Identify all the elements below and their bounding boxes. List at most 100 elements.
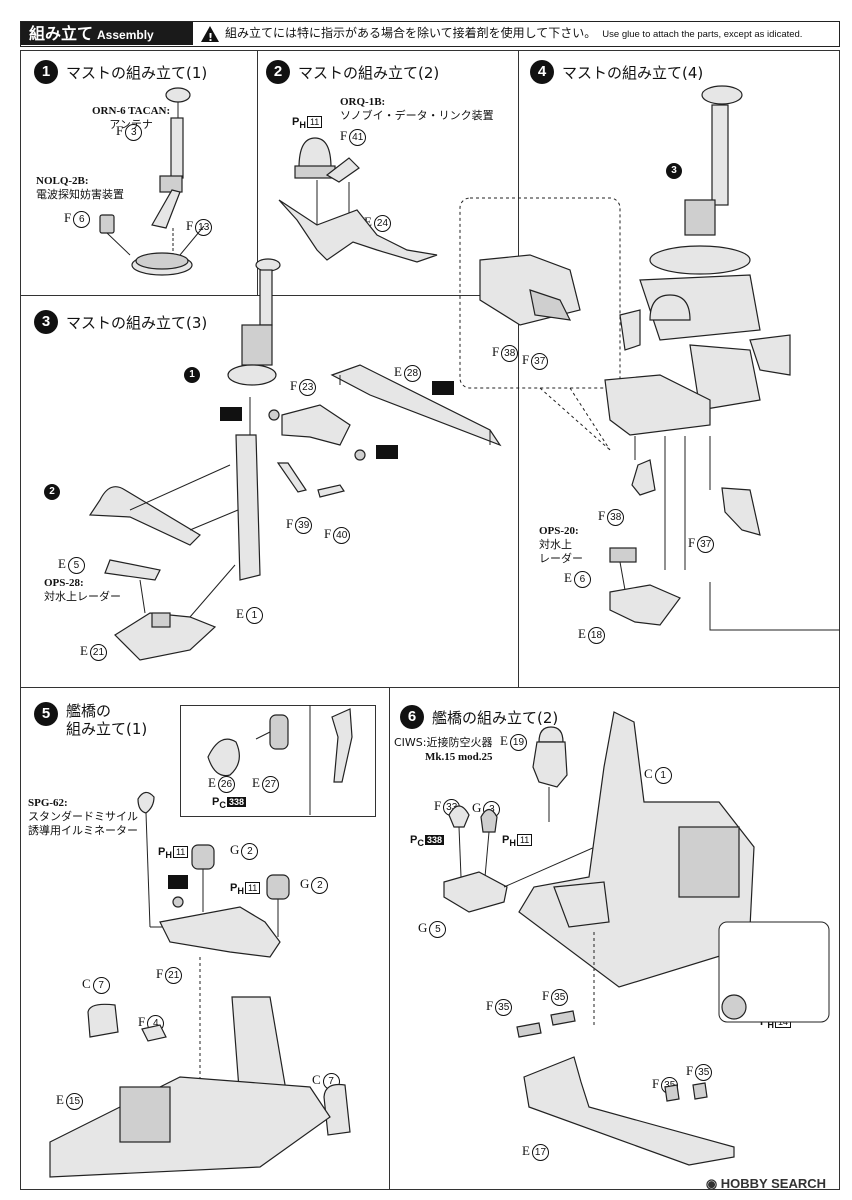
step4-title: 4 マストの組み立て(4)	[530, 60, 703, 84]
ops28-jp: 対水上レーダー	[44, 590, 121, 603]
part-number: 2	[241, 842, 259, 860]
step2-title: 2 マストの組み立て(2)	[266, 60, 439, 84]
step-ref-bullet: 1	[184, 367, 200, 383]
step2-drawing	[278, 137, 438, 263]
step2-title-text: マストの組み立て(2)	[298, 63, 440, 82]
step1-drawing	[99, 87, 205, 276]
part-number: 5	[67, 556, 85, 574]
paint-num: 11	[244, 882, 261, 894]
step2-orq-note: ORQ-1B: ソノブイ・データ・リンク装置	[340, 95, 494, 123]
part-letter: F	[324, 526, 332, 541]
paint-sub: H	[767, 1020, 774, 1031]
part-letter: F	[138, 1014, 146, 1029]
part-letter: G	[472, 800, 482, 815]
part-number: 6	[73, 210, 91, 228]
part-number: 18	[587, 626, 605, 644]
paint-num: 11	[516, 834, 533, 846]
part-number: 40	[333, 526, 351, 544]
part-number: 35	[495, 998, 513, 1016]
part-letter: E	[208, 775, 216, 790]
part-letter: F	[486, 998, 494, 1013]
part-letter: E	[236, 606, 244, 621]
paint-sub: C	[219, 800, 226, 811]
step1-title-text: マストの組み立て(1)	[66, 63, 208, 82]
part-letter: F	[286, 516, 294, 531]
step6-drawing	[443, 711, 830, 1166]
paint-p: P	[212, 796, 220, 808]
part-number: 21	[89, 643, 107, 661]
part-number: 1	[245, 606, 263, 624]
part-number: 37	[531, 352, 549, 370]
step5-drawing	[49, 705, 353, 1178]
watermark-text: HOBBY SEARCH	[720, 1176, 826, 1191]
part-number: 38	[607, 508, 625, 526]
part-letter: F	[598, 508, 606, 523]
step3-ops28-note: OPS-28: 対水上レーダー	[44, 576, 121, 604]
part-number: 15	[65, 1092, 83, 1110]
paint-p: P	[158, 846, 166, 858]
part-letter: E	[80, 643, 88, 658]
part-number: 5	[429, 920, 447, 938]
part-letter: G	[300, 876, 310, 891]
step-ref-bullet: 3	[666, 163, 682, 179]
step6-number: 6	[400, 705, 424, 729]
paint-sub: H	[299, 120, 306, 131]
ops28-en: OPS-28:	[44, 577, 84, 589]
part-number: 41	[349, 128, 367, 146]
part-letter: E	[522, 1143, 530, 1158]
part-number: 1	[654, 766, 672, 784]
warning-jp: 組み立てには特に指示がある場合を除いて接着剤を使用して下さい。	[225, 26, 597, 40]
step2-number: 2	[266, 60, 290, 84]
part-number: 39	[295, 516, 313, 534]
part-letter: F	[542, 988, 550, 1003]
part-letter: F	[290, 378, 298, 393]
step1-number: 1	[34, 60, 58, 84]
part-letter: F	[64, 210, 72, 225]
part-letter: C	[312, 1072, 321, 1087]
part-letter: F	[652, 1076, 660, 1091]
paint-p: P	[410, 834, 418, 846]
part-letter: G	[418, 920, 428, 935]
part-number: 28	[403, 364, 421, 382]
step3-title: 3 マストの組み立て(3)	[34, 310, 207, 334]
step5-title-line2: 組み立て(1)	[66, 720, 148, 738]
step3-drawing	[88, 258, 502, 661]
step4-ops20-note: OPS-20: 対水上 レーダー	[539, 524, 583, 566]
spg62-jp1: スタンダードミサイル	[28, 810, 138, 823]
part-letter: E	[500, 733, 508, 748]
part-letter: C	[644, 766, 653, 781]
step4-drawing	[459, 85, 840, 631]
part-letter: E	[56, 1092, 64, 1107]
header-title-jp: 組み立て	[29, 24, 94, 43]
paint-sub: H	[509, 838, 516, 849]
paint-sub: H	[165, 850, 172, 861]
spg62-en: SPG-62:	[28, 797, 68, 809]
step5-number: 5	[34, 702, 58, 726]
part-letter: E	[252, 775, 260, 790]
part-number: 21	[165, 966, 183, 984]
part-number: 2	[311, 876, 329, 894]
